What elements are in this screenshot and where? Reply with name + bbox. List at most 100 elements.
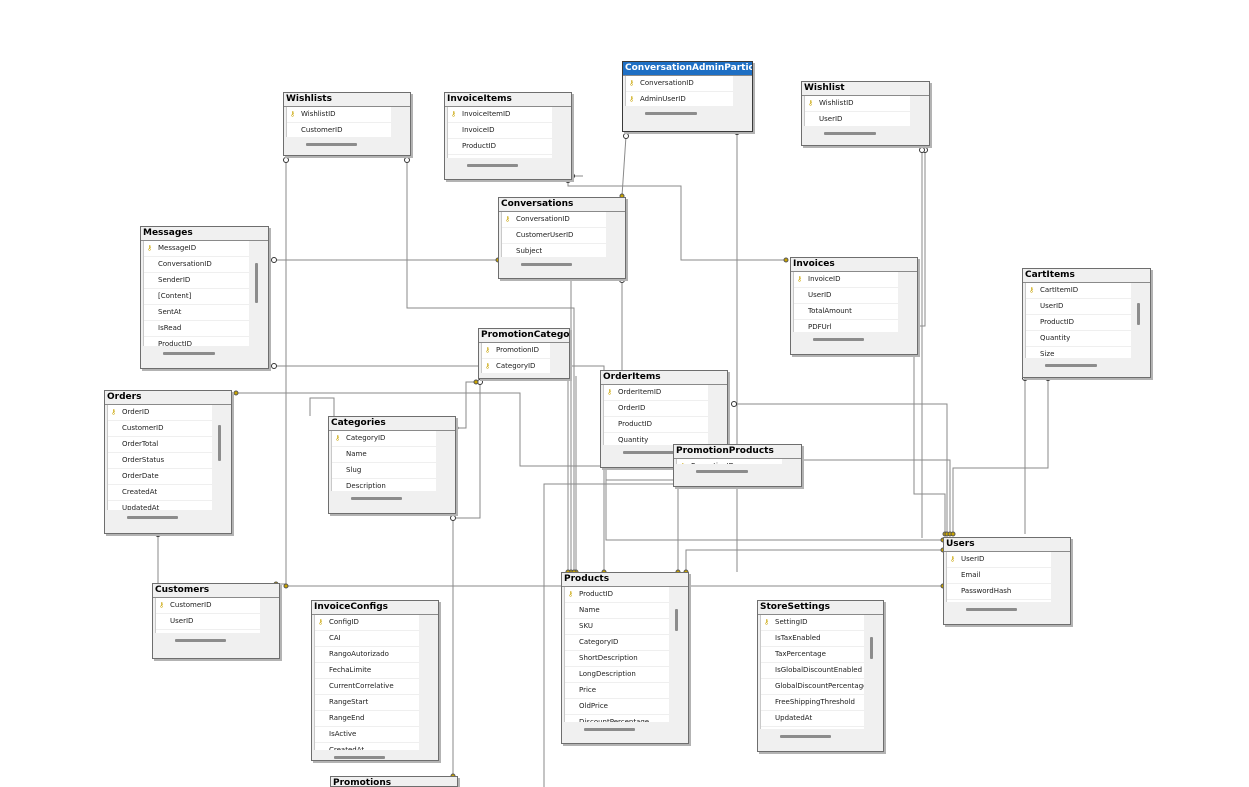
relationship-line[interactable]	[918, 150, 926, 327]
table-title[interactable]: Products	[562, 573, 688, 587]
column-row[interactable]: ⚷PromotionID	[482, 343, 550, 359]
column-row[interactable]: Quantity	[1026, 331, 1131, 347]
column-row[interactable]: ⚷WishlistID	[805, 96, 910, 112]
horizontal-scrollbar[interactable]	[127, 516, 178, 519]
column-row[interactable]: InvoiceID	[448, 123, 552, 139]
column-row[interactable]: ⚷AdminUserID	[626, 92, 733, 106]
column-row[interactable]: UserID	[794, 288, 898, 304]
horizontal-scrollbar[interactable]	[645, 112, 697, 115]
column-row[interactable]: ⚷CategoryID	[482, 359, 550, 373]
column-row[interactable]: CurrentCorrelative	[315, 679, 419, 695]
column-row[interactable]: ⚷MessageID	[144, 241, 249, 257]
table-title[interactable]: Wishlist	[802, 82, 929, 96]
column-row[interactable]: ⚷InvoiceItemID	[448, 107, 552, 123]
vertical-scrollbar[interactable]	[1137, 303, 1140, 325]
column-row[interactable]: ⚷SettingID	[761, 615, 864, 631]
horizontal-scrollbar[interactable]	[334, 756, 385, 759]
column-row[interactable]: ⚷InvoiceID	[794, 272, 898, 288]
column-row[interactable]: Subject	[502, 244, 606, 257]
column-row[interactable]: PDFUrl	[794, 320, 898, 332]
vertical-scrollbar[interactable]	[218, 425, 221, 461]
table-title[interactable]: PromotionProducts	[674, 445, 801, 459]
column-row[interactable]: ProductID	[448, 139, 552, 155]
table-title[interactable]: Messages	[141, 227, 268, 241]
vertical-scrollbar[interactable]	[675, 609, 678, 631]
column-row[interactable]: ⚷CategoryID	[332, 431, 436, 447]
column-row[interactable]: OrderStatus	[108, 453, 212, 469]
horizontal-scrollbar[interactable]	[163, 352, 215, 355]
column-row[interactable]: OrderDate	[108, 469, 212, 485]
table-title[interactable]: Conversations	[499, 198, 625, 212]
table-title[interactable]: Categories	[329, 417, 455, 431]
horizontal-scrollbar[interactable]	[521, 263, 572, 266]
column-row[interactable]: IsRead	[144, 321, 249, 337]
relationship-line[interactable]	[276, 160, 287, 585]
column-row[interactable]: FirstName	[156, 630, 260, 633]
horizontal-scrollbar[interactable]	[306, 143, 357, 146]
relationship-line[interactable]	[456, 382, 481, 519]
relationship-line[interactable]	[952, 378, 1049, 534]
table-title[interactable]: InvoiceConfigs	[312, 601, 438, 615]
column-row[interactable]: OrderTotal	[108, 437, 212, 453]
column-row[interactable]: CAI	[315, 631, 419, 647]
horizontal-scrollbar[interactable]	[351, 497, 402, 500]
column-row[interactable]: Name	[332, 447, 436, 463]
table-title[interactable]: Customers	[153, 584, 279, 598]
table-customers[interactable]: Customers⚷CustomerIDUserIDFirstName	[152, 583, 280, 659]
column-row[interactable]: ⚷ConversationID	[502, 212, 606, 228]
column-row[interactable]: IsGlobalDiscountEnabled	[761, 663, 864, 679]
vertical-scrollbar[interactable]	[870, 637, 873, 659]
column-row[interactable]: RangeStart	[315, 695, 419, 711]
column-row[interactable]: UserID	[805, 112, 910, 126]
column-row[interactable]: ⚷ConversationID	[626, 76, 733, 92]
horizontal-scrollbar[interactable]	[966, 608, 1017, 611]
horizontal-scrollbar[interactable]	[1045, 364, 1097, 367]
table-title[interactable]: Promotions	[331, 777, 457, 786]
table-title[interactable]: Orders	[105, 391, 231, 405]
table-convadmin[interactable]: ConversationAdminParticip⚷ConversationID…	[622, 61, 753, 132]
column-row[interactable]: Slug	[332, 463, 436, 479]
column-row[interactable]: CustomerID	[108, 421, 212, 437]
horizontal-scrollbar[interactable]	[623, 451, 674, 454]
horizontal-scrollbar[interactable]	[467, 164, 518, 167]
horizontal-scrollbar[interactable]	[824, 132, 876, 135]
horizontal-scrollbar[interactable]	[780, 735, 831, 738]
column-row[interactable]: TotalAmount	[794, 304, 898, 320]
column-row[interactable]: UpdatedBy	[761, 727, 864, 729]
table-title[interactable]: Users	[944, 538, 1070, 552]
column-row[interactable]: IsActive	[315, 727, 419, 743]
column-row[interactable]: Size	[1026, 347, 1131, 358]
table-title[interactable]: Wishlists	[284, 93, 410, 107]
column-row[interactable]: RangeEnd	[315, 711, 419, 727]
column-row[interactable]: GlobalDiscountPercentage	[761, 679, 864, 695]
column-row[interactable]: DiscountPercentage	[565, 715, 669, 722]
vertical-scrollbar[interactable]	[255, 263, 258, 303]
relationship-line[interactable]	[802, 459, 951, 534]
relationship-line[interactable]	[456, 381, 476, 429]
column-row[interactable]: ⚷CustomerID	[156, 598, 260, 614]
column-row[interactable]: CustomerUserID	[502, 228, 606, 244]
column-row[interactable]: ⚷OrderID	[108, 405, 212, 421]
table-title[interactable]: ConversationAdminParticip	[623, 62, 752, 76]
table-title[interactable]: Invoices	[791, 258, 917, 272]
column-row[interactable]: IsTaxEnabled	[761, 631, 864, 647]
column-row[interactable]: ConversationID	[144, 257, 249, 273]
column-row[interactable]: Description	[332, 479, 436, 491]
column-row[interactable]: FechaLimite	[315, 663, 419, 679]
column-row[interactable]: CreatedAt	[315, 743, 419, 750]
table-title[interactable]: CartItems	[1023, 269, 1150, 283]
column-row[interactable]: RangoAutorizado	[315, 647, 419, 663]
column-row[interactable]: UserID	[1026, 299, 1131, 315]
column-row[interactable]: ShortDescription	[565, 651, 669, 667]
column-row[interactable]: ProductID	[604, 417, 708, 433]
column-row[interactable]: ⚷ProductID	[565, 587, 669, 603]
